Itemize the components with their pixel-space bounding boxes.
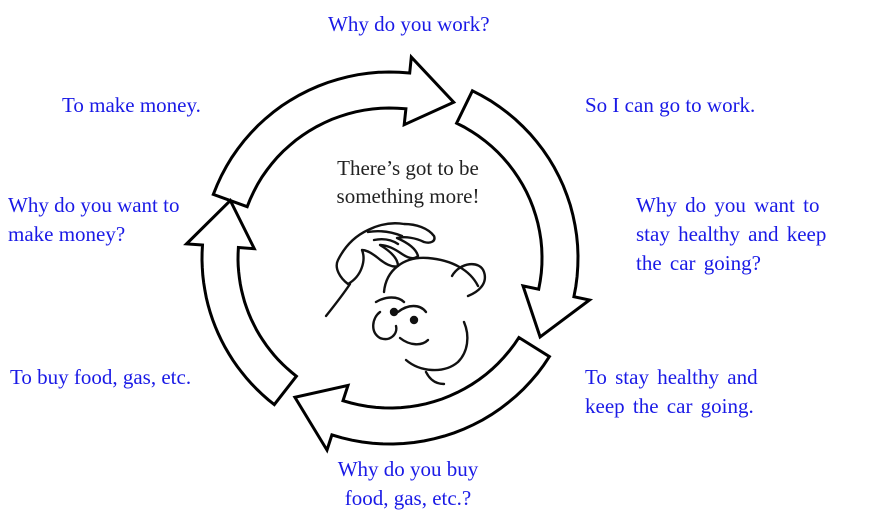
arrow-right <box>454 88 594 340</box>
center-thought-line-1: There’s got to be <box>337 156 479 180</box>
right-question-stay-healthy: Why do you want to stay healthy and keep… <box>636 191 826 278</box>
right-answer-stay-healthy: To stay healthy and keep the car going. <box>585 363 758 421</box>
hand-drawing <box>335 222 436 286</box>
left-answer-buy-food: To buy food, gas, etc. <box>10 365 192 389</box>
right-answer-go-to-work: So I can go to work. <box>585 93 756 117</box>
arrow-bottom <box>292 335 552 454</box>
arrow-left <box>183 197 299 407</box>
ear-drawing <box>450 263 487 298</box>
thinking-face-drawing <box>324 222 487 386</box>
eye-right <box>409 315 419 325</box>
bottom-question: Why do you buy food, gas, etc.? <box>318 455 498 513</box>
top-question: Why do you work? <box>328 12 490 36</box>
left-answer-make-money: To make money. <box>62 93 201 117</box>
chin-line <box>424 370 446 386</box>
cycle-arrows <box>183 53 594 454</box>
left-question-line-2: make money? <box>8 222 126 246</box>
eyebrow-left <box>374 296 406 304</box>
right-question-line-1: Why do you want to <box>636 193 820 217</box>
hand-finger-lines <box>366 230 404 246</box>
arm-drawing <box>324 282 352 318</box>
right-answer-line-1: To stay healthy and <box>585 365 758 389</box>
bottom-question-line-1: Why do you buy <box>337 457 479 481</box>
right-answer-line-2: keep the car going. <box>585 394 754 418</box>
right-question-line-3: the car going? <box>636 251 761 275</box>
center-thought: There’s got to be something more! <box>308 154 508 210</box>
mouth-drawing <box>398 336 430 346</box>
eye-left <box>389 307 399 317</box>
bottom-question-line-2: food, gas, etc.? <box>344 486 472 510</box>
left-question-line-1: Why do you want to <box>8 193 180 217</box>
right-question-line-2: stay healthy and keep <box>636 222 827 246</box>
arrow-top <box>211 53 457 209</box>
jaw-drawing <box>404 320 469 372</box>
head-outline <box>382 256 480 294</box>
nose-drawing <box>372 310 398 341</box>
eyebrow-right <box>396 304 428 314</box>
left-question-make-money: Why do you want to make money? <box>8 191 179 249</box>
center-thought-line-2: something more! <box>336 184 480 208</box>
